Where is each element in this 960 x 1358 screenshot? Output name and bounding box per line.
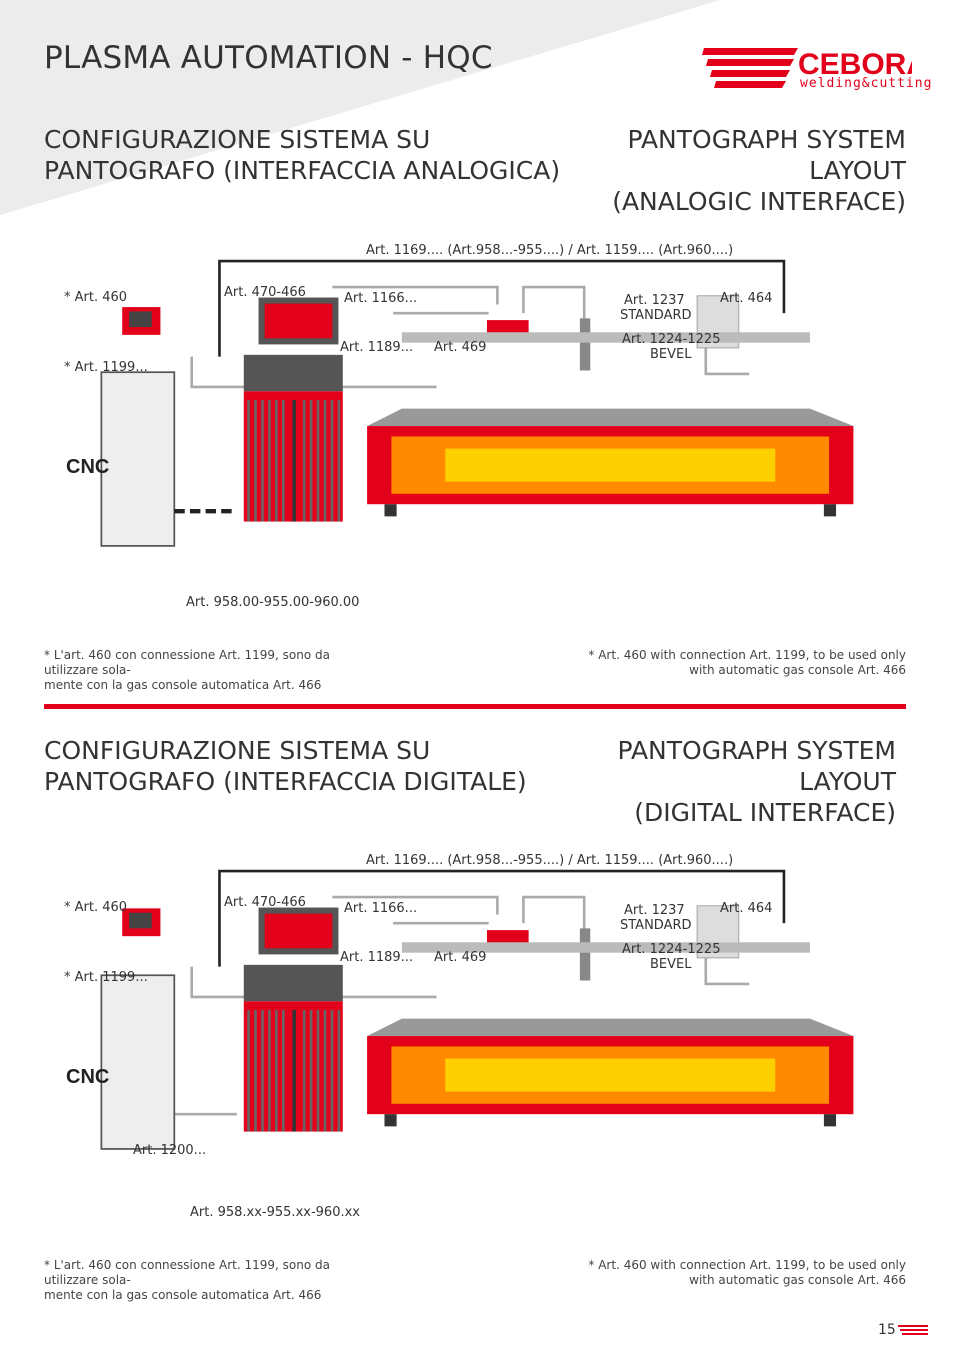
cnc-cabinet (100, 974, 176, 1150)
table-top (367, 1018, 854, 1037)
s2-top-cable-label: Art. 1169.... (Art.958...-955....) / Art… (366, 853, 734, 868)
diagram-digital (100, 869, 854, 1150)
s2-art469-label: Art. 469 (434, 950, 487, 965)
cebora-logo: CEBORA (702, 48, 912, 88)
torch (579, 318, 591, 371)
s1-art470-label: Art. 470-466 (224, 285, 306, 300)
s2-cnc-label: CNC (66, 1066, 110, 1088)
cnc-cabinet (100, 371, 176, 547)
s2-bottom-label: Art. 958.xx-955.xx-960.xx (190, 1205, 360, 1220)
s2-art1199-label: * Art. 1199... (64, 970, 148, 985)
s1-note-it: * L'art. 460 con connessione Art. 1199, … (44, 648, 330, 692)
section2-title-it: CONFIGURAZIONE SISTEMA SU PANTOGRAFO (IN… (44, 736, 527, 796)
s1-bottom-label: Art. 958.00-955.00-960.00 (186, 595, 360, 610)
section-divider (44, 704, 906, 709)
s1-art1199-label: * Art. 1199... (64, 360, 148, 375)
section2-title-en: PANTOGRAPH SYSTEM LAYOUT (DIGITAL INTERF… (617, 736, 896, 827)
gantry (401, 332, 810, 343)
s2-art1224-label: Art. 1224-1225 (622, 942, 721, 957)
power-source-front (243, 354, 343, 392)
s2-art470-label: Art. 470-466 (224, 895, 306, 910)
s1-standard-label: STANDARD (620, 308, 692, 323)
logo-text: CEBORA (798, 48, 912, 81)
diagram-analog (100, 259, 854, 547)
s2-art1189-label: Art. 1189... (340, 950, 414, 965)
table-top (367, 408, 854, 427)
torch (579, 928, 591, 981)
s1-art1166-label: Art. 1166... (344, 291, 418, 306)
s2-art1237-label: Art. 1237 (624, 903, 685, 918)
s2-bevel-label: BEVEL (650, 957, 692, 972)
logo-subtitle: welding&cutting (800, 76, 933, 91)
s2-note-it: * L'art. 460 con connessione Art. 1199, … (44, 1258, 330, 1302)
gantry (401, 942, 810, 953)
s1-art1189-label: Art. 1189... (340, 340, 414, 355)
s2-art1166-label: Art. 1166... (344, 901, 418, 916)
footer-logo-stripes (898, 1325, 928, 1335)
s2-art1200-label: Art. 1200... (133, 1143, 207, 1158)
s1-bevel-label: BEVEL (650, 347, 692, 362)
page-title: PLASMA AUTOMATION - HQC (44, 40, 493, 76)
s1-top-cable-label: Art. 1169.... (Art.958...-955....) / Art… (366, 243, 734, 258)
s1-art1224-label: Art. 1224-1225 (622, 332, 721, 347)
power-source-front (243, 964, 343, 1002)
s2-note-en: * Art. 460 with connection Art. 1199, to… (588, 1258, 906, 1287)
s2-standard-label: STANDARD (620, 918, 692, 933)
s1-note-en: * Art. 460 with connection Art. 1199, to… (588, 648, 906, 677)
s2-art460-label: * Art. 460 (64, 900, 128, 915)
page-number: 15 (878, 1322, 896, 1338)
s1-art464-label: Art. 464 (720, 291, 773, 306)
s1-cnc-label: CNC (66, 456, 110, 478)
section1-title-it: CONFIGURAZIONE SISTEMA SU PANTOGRAFO (IN… (44, 125, 561, 185)
s2-art464-label: Art. 464 (720, 901, 773, 916)
s1-art460-label: * Art. 460 (64, 290, 128, 305)
s1-art469-label: Art. 469 (434, 340, 487, 355)
s1-art1237-label: Art. 1237 (624, 293, 685, 308)
section1-title-en: PANTOGRAPH SYSTEM LAYOUT (ANALOGIC INTER… (612, 125, 906, 216)
